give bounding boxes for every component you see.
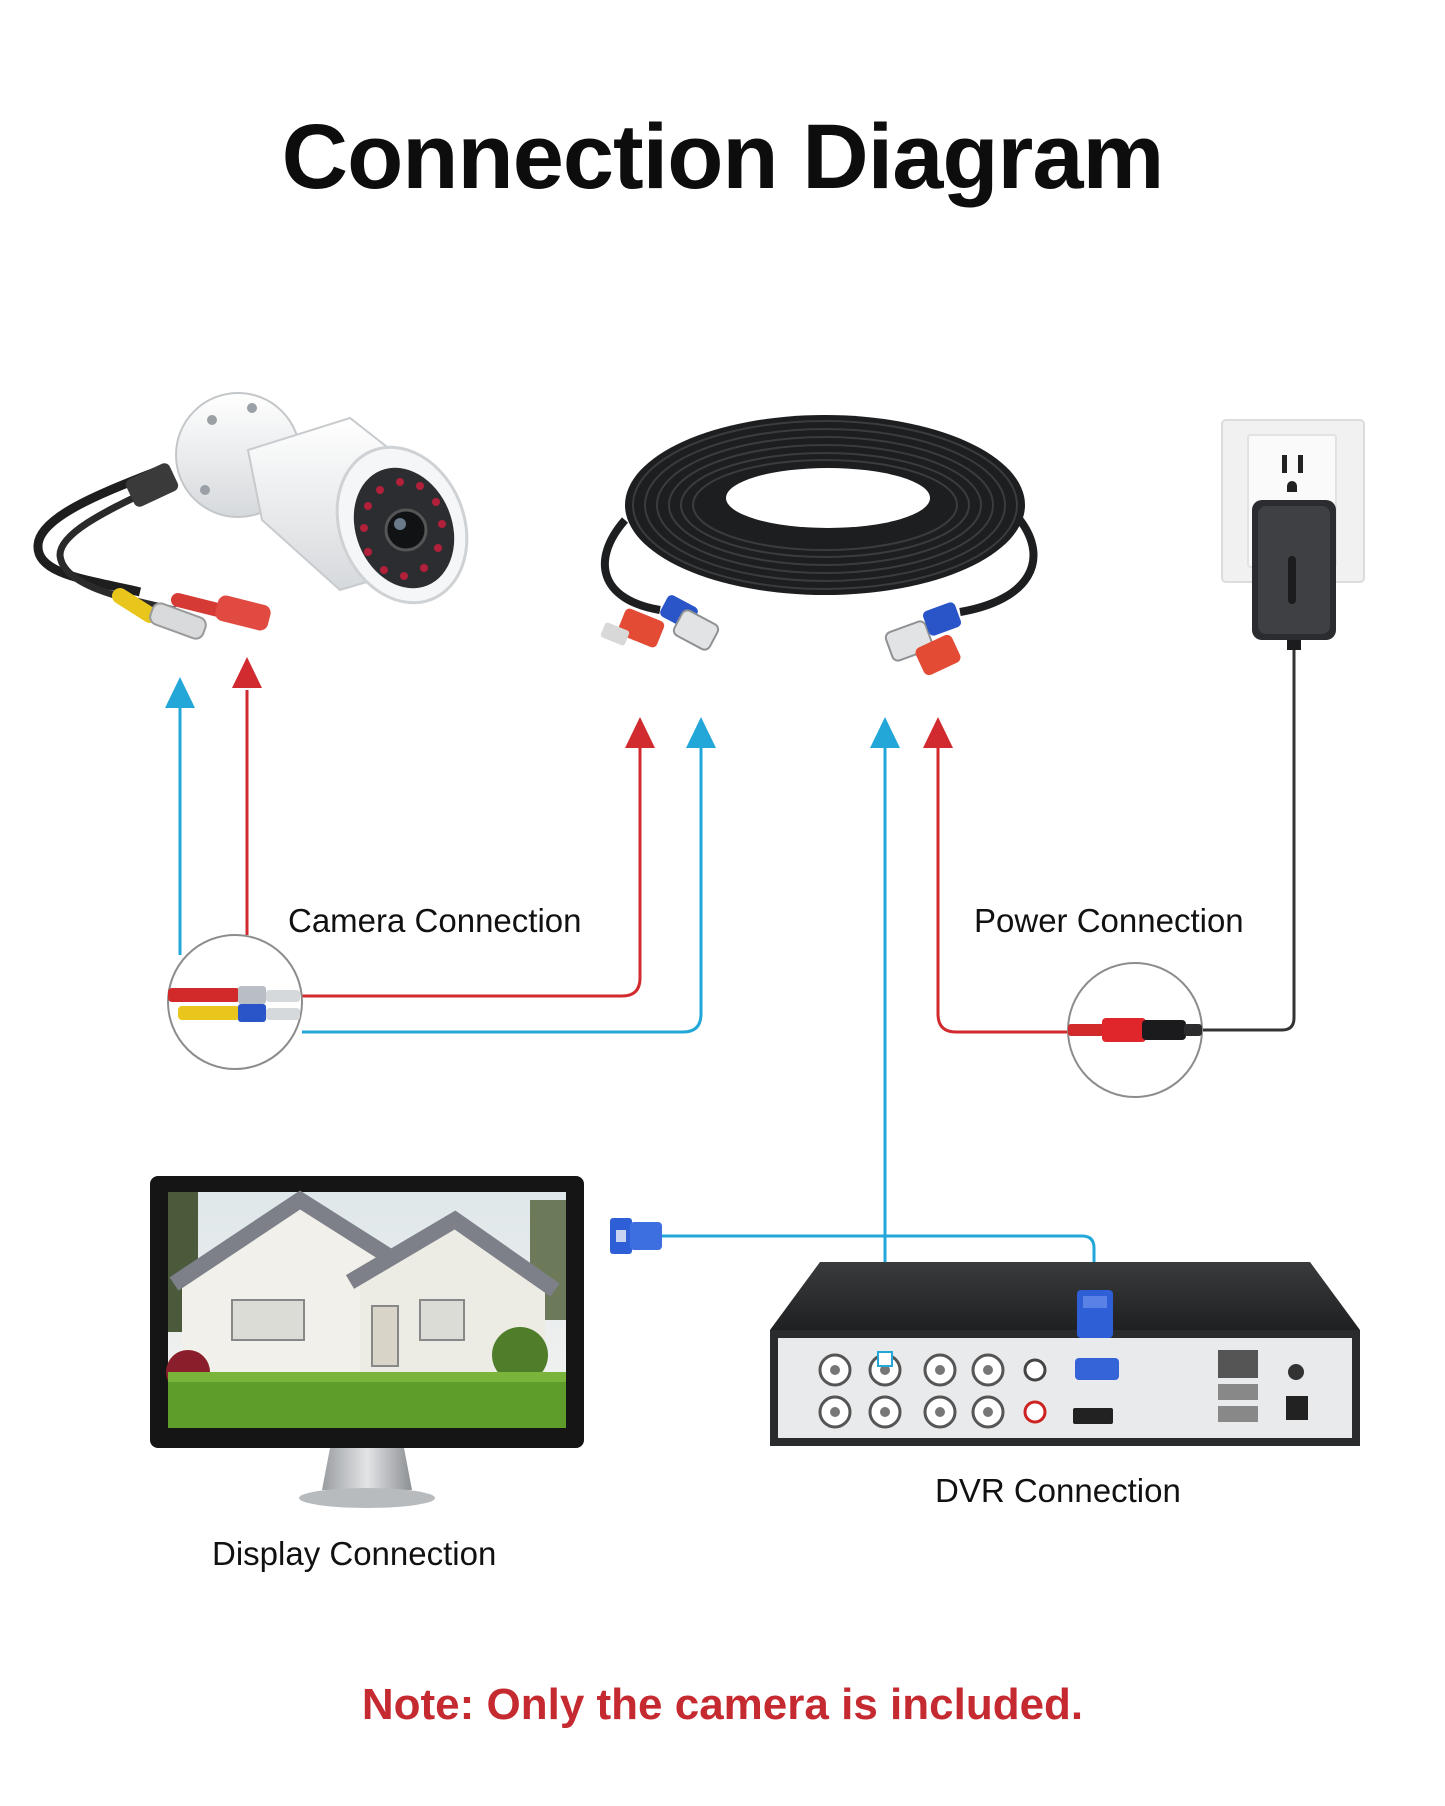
vga-plug-icon [610, 1218, 662, 1254]
display-connection-label: Display Connection [212, 1535, 497, 1572]
dvr-icon [770, 1262, 1360, 1446]
power-adapter-icon [1252, 500, 1336, 650]
dvr-vga-plug-icon [1077, 1290, 1113, 1338]
dvr-connection-label: DVR Connection [935, 1472, 1181, 1509]
camera-power-to-cable-line [302, 732, 642, 998]
page-title: Connection Diagram [281, 106, 1165, 208]
monitor-icon [150, 1176, 584, 1508]
camera-video-to-cable-line [302, 732, 703, 1034]
connection-lines [178, 648, 1296, 1360]
note-text: Note: Only the camera is included. [361, 1680, 1084, 1729]
bullet-camera-icon [33, 392, 469, 640]
vga-line [662, 1234, 1096, 1290]
arrow-camera-video [165, 677, 195, 708]
power-connection-label: Power Connection [974, 902, 1244, 939]
camera-connection-label: Camera Connection [288, 902, 582, 939]
adapter-power-line [936, 732, 1068, 1034]
arrow-cable-video [686, 717, 716, 748]
camera-connector-magnifier [167, 934, 303, 1070]
adapter-cord-line [1202, 648, 1296, 1032]
arrow-camera-power [232, 657, 262, 688]
cable-coil-icon [600, 415, 1038, 676]
arrow-adapter-power [923, 717, 953, 748]
arrow-cable-power [625, 717, 655, 748]
dvr-bnc-plug [877, 1351, 893, 1367]
power-connector-magnifier [1067, 962, 1203, 1098]
arrow-dvr-video [870, 717, 900, 748]
arrowheads [165, 657, 953, 748]
